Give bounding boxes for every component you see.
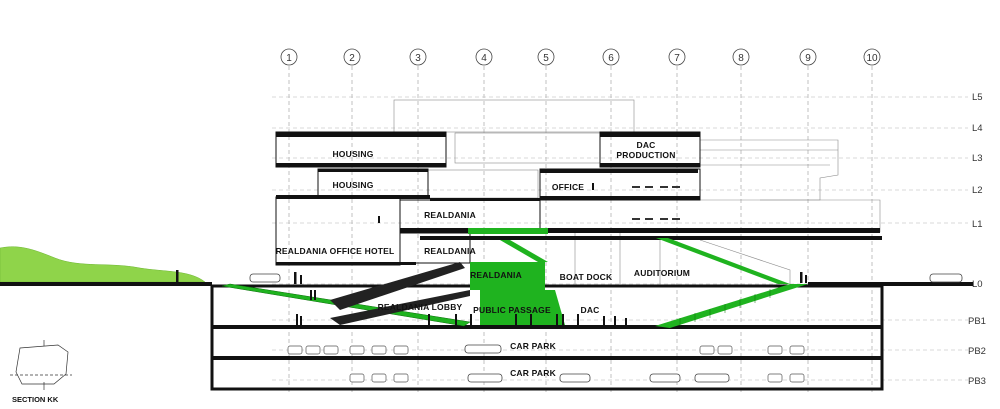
room-label-housing-lower: HOUSING [332, 180, 373, 190]
key-plan [10, 340, 72, 390]
room-label-realdania-l0: REALDANIA [470, 270, 522, 280]
stair-core [468, 228, 548, 234]
lobby-structure [330, 262, 470, 325]
people-figures [176, 183, 807, 326]
room-label-dac-production-2: PRODUCTION [616, 150, 675, 160]
grid-bubbles [280, 48, 881, 66]
grid-label-1: 1 [286, 53, 292, 64]
room-label-car-park-pb3: CAR PARK [510, 368, 556, 378]
level-label-l0: L0 [972, 279, 983, 290]
level-label-l2: L2 [972, 185, 983, 196]
grid-label-10: 10 [866, 53, 878, 64]
level-label-pb3: PB3 [968, 376, 986, 387]
room-label-dac-production-1: DAC [636, 140, 655, 150]
room-label-public-passage: PUBLIC PASSAGE [473, 305, 551, 315]
room-label-car-park-pb2: CAR PARK [510, 341, 556, 351]
room-label-boat-dock: BOAT DOCK [560, 272, 613, 282]
grid-label-9: 9 [805, 53, 811, 64]
furniture [632, 186, 680, 220]
room-label-realdania-mid: REALDANIA [424, 246, 476, 256]
car-rows [287, 345, 805, 383]
grid-label-2: 2 [349, 53, 355, 64]
grid-label-4: 4 [481, 53, 487, 64]
room-label-office: OFFICE [552, 182, 584, 192]
grid-label-7: 7 [674, 53, 680, 64]
basement-slabs [212, 325, 882, 360]
grid-label-8: 8 [738, 53, 744, 64]
level-label-l3: L3 [972, 153, 983, 164]
basement [210, 284, 884, 391]
grid-label-3: 3 [415, 53, 421, 64]
stair-core-diagonal [500, 240, 548, 262]
level-label-pb1: PB1 [968, 316, 986, 327]
auditorium-seating [655, 284, 808, 328]
level-label-l1: L1 [972, 219, 983, 230]
landscape-hill [0, 246, 206, 283]
auditorium-ramp [656, 238, 790, 284]
car-silhouettes [249, 273, 963, 383]
elevation-outlines [393, 99, 881, 284]
room-label-realdania-l1: REALDANIA [424, 210, 476, 220]
room-label-dac: DAC [580, 305, 599, 315]
room-label-realdania-office-hotel: REALDANIA OFFICE HOTEL [276, 246, 395, 256]
public-passage-fill [480, 290, 565, 325]
room-label-auditorium: AUDITORIUM [634, 268, 690, 278]
grid-label-5: 5 [543, 53, 549, 64]
level-label-l4: L4 [972, 123, 983, 134]
level-label-l5: L5 [972, 92, 983, 103]
public-passage-top [470, 262, 545, 290]
ground-line [0, 282, 973, 286]
auditorium-steps [679, 289, 771, 326]
grid-label-6: 6 [608, 53, 614, 64]
key-plan-caption: SECTION KK [12, 395, 59, 404]
room-label-housing-upper: HOUSING [332, 149, 373, 159]
level-label-pb2: PB2 [968, 346, 986, 357]
room-label-realdania-lobby: REALDANIA LOBBY [378, 302, 463, 312]
